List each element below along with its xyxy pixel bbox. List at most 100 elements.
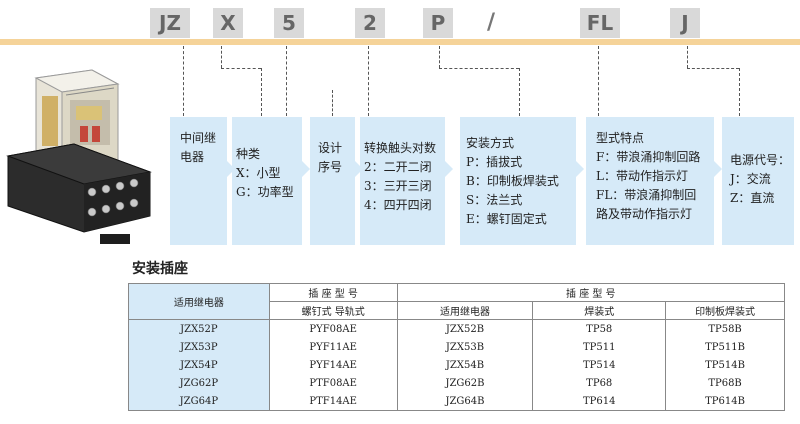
- header-solder: 焊装式: [532, 301, 667, 320]
- cell-relay: JZG64P: [128, 392, 270, 411]
- info-box-mounting: 安装方式 P：插拔式 B：印制板焊装式 S：法兰式 E：螺钉固定式: [460, 117, 576, 245]
- info-box-power: 电源代号： J：交流 Z：直流: [722, 117, 794, 245]
- info-line: X：小型: [236, 166, 281, 180]
- connector-line: [519, 68, 520, 116]
- info-line: S：法兰式: [466, 193, 523, 207]
- code-segment-j: J: [670, 8, 700, 38]
- section-title: 安装插座: [132, 261, 188, 277]
- info-line: F：带浪涌抑制回路: [596, 150, 701, 164]
- connector-line: [687, 68, 739, 69]
- cell-screw-rail: PTF14AE: [268, 392, 398, 411]
- header-pcb: 印制板焊装式: [665, 301, 785, 320]
- cell-pcb: TP511B: [665, 338, 785, 356]
- code-segment-fl: FL: [580, 8, 620, 38]
- arrow-right-icon: [714, 161, 722, 177]
- connector-line: [183, 46, 184, 116]
- cell-relay: JZX53P: [128, 338, 270, 356]
- info-box-features: 型式特点 F：带浪涌抑制回路 L：带动作指示灯 FL：带浪涌抑制回 路及带动作指…: [586, 117, 714, 245]
- info-line: 2：二开二闭: [364, 160, 432, 174]
- socket-table: 适用继电器 插 座 型 号 插 座 型 号 螺钉式 导轨式 适用继电器 焊装式 …: [128, 283, 786, 411]
- connector-line: [439, 46, 440, 68]
- connector-line: [687, 46, 688, 68]
- info-line: B：印制板焊装式: [466, 174, 559, 188]
- connector-line: [598, 46, 599, 116]
- arrow-right-icon: [302, 161, 310, 177]
- code-slash: /: [487, 10, 496, 35]
- info-line: 转换触头对数: [364, 141, 437, 155]
- table-header-row: 适用继电器 插 座 型 号 插 座 型 号: [128, 283, 786, 320]
- connector-line: [221, 68, 261, 69]
- connector-line: [286, 46, 287, 116]
- divider-bar: [0, 39, 800, 45]
- info-box-relay-type: 中间继 电器: [170, 117, 227, 245]
- cell-screw-rail: PYF08AE: [268, 319, 398, 338]
- arrow-right-icon: [355, 161, 363, 177]
- cell-relay-b: JZX54B: [396, 356, 534, 374]
- cell-solder: TP68: [532, 374, 667, 392]
- info-line: 电源代号：: [730, 153, 791, 167]
- table-row: JZX53P PYF11AE JZX53B TP511 TP511B: [128, 338, 785, 356]
- arrow-right-icon: [576, 161, 584, 177]
- connector-line: [739, 68, 740, 116]
- info-line: FL：带浪涌抑制回: [596, 188, 697, 202]
- cell-solder: TP514: [532, 356, 667, 374]
- table-row: JZX52P PYF08AE JZX52B TP58 TP58B: [128, 319, 785, 338]
- info-line: Z：直流: [730, 191, 775, 205]
- cell-relay: JZG62P: [128, 374, 270, 392]
- info-line: 序号: [318, 160, 343, 174]
- info-line: 4：四开四闭: [364, 198, 432, 212]
- cell-pcb: TP514B: [665, 356, 785, 374]
- info-line: 型式特点: [596, 131, 645, 145]
- cell-relay-b: JZG62B: [396, 374, 534, 392]
- relay-socket-image: [6, 69, 152, 244]
- connector-line: [439, 68, 519, 69]
- connector-line: [368, 46, 369, 116]
- cell-relay-b: JZX52B: [396, 319, 534, 338]
- cell-relay-b: JZX53B: [396, 338, 534, 356]
- header-screw-rail: 螺钉式 导轨式: [268, 301, 398, 320]
- info-line: G：功率型: [236, 185, 294, 199]
- info-line: 电器: [180, 150, 205, 164]
- cell-pcb: TP68B: [665, 374, 785, 392]
- cell-screw-rail: PYF11AE: [268, 338, 398, 356]
- info-box-design-serial: 设计 序号: [310, 117, 355, 245]
- table-row: JZG62P PTF08AE JZG62B TP68 TP68B: [128, 374, 785, 392]
- cell-pcb: TP614B: [665, 392, 785, 411]
- info-line: 路及带动作指示灯: [596, 207, 693, 221]
- arrow-right-icon: [227, 161, 235, 177]
- table-header-row: 螺钉式 导轨式 适用继电器 焊装式 印制板焊装式: [129, 301, 785, 320]
- info-line: 3：三开三闭: [364, 179, 432, 193]
- cell-relay: JZX52P: [128, 319, 270, 338]
- info-line: L：带动作指示灯: [596, 169, 688, 183]
- cell-relay-b: JZG64B: [396, 392, 534, 411]
- info-line: 种类: [236, 147, 261, 161]
- cell-screw-rail: PYF14AE: [268, 356, 398, 374]
- cell-pcb: TP58B: [665, 319, 785, 338]
- code-segment-jz: JZ: [150, 8, 190, 38]
- arrow-right-icon: [445, 161, 453, 177]
- code-segment-5: 5: [274, 8, 304, 38]
- info-line: 安装方式: [466, 136, 515, 150]
- cell-screw-rail: PTF08AE: [268, 374, 398, 392]
- info-line: E：螺钉固定式: [466, 212, 547, 226]
- code-segment-x: X: [213, 8, 243, 38]
- header-socket-model: 插 座 型 号: [396, 283, 786, 302]
- info-line: P：插拔式: [466, 155, 523, 169]
- cell-solder: TP614: [532, 392, 667, 411]
- header-relay-b: 适用继电器: [396, 301, 534, 320]
- table-row: JZX54P PYF14AE JZX54B TP514 TP514B: [128, 356, 785, 374]
- cell-solder: TP58: [532, 319, 667, 338]
- connector-line: [221, 46, 222, 68]
- info-line: 设计: [318, 141, 343, 155]
- info-line: 中间继: [180, 131, 217, 145]
- code-segment-p: P: [423, 8, 453, 38]
- cell-relay: JZX54P: [128, 356, 270, 374]
- connector-line: [332, 90, 333, 116]
- cell-solder: TP511: [532, 338, 667, 356]
- info-box-contacts: 转换触头对数 2：二开二闭 3：三开三闭 4：四开四闭: [360, 117, 445, 245]
- code-segment-2: 2: [355, 8, 385, 38]
- header-relay: 适用继电器: [128, 283, 270, 320]
- connector-line: [261, 68, 262, 116]
- header-socket-model: 插 座 型 号: [268, 283, 398, 302]
- info-line: J：交流: [730, 172, 771, 186]
